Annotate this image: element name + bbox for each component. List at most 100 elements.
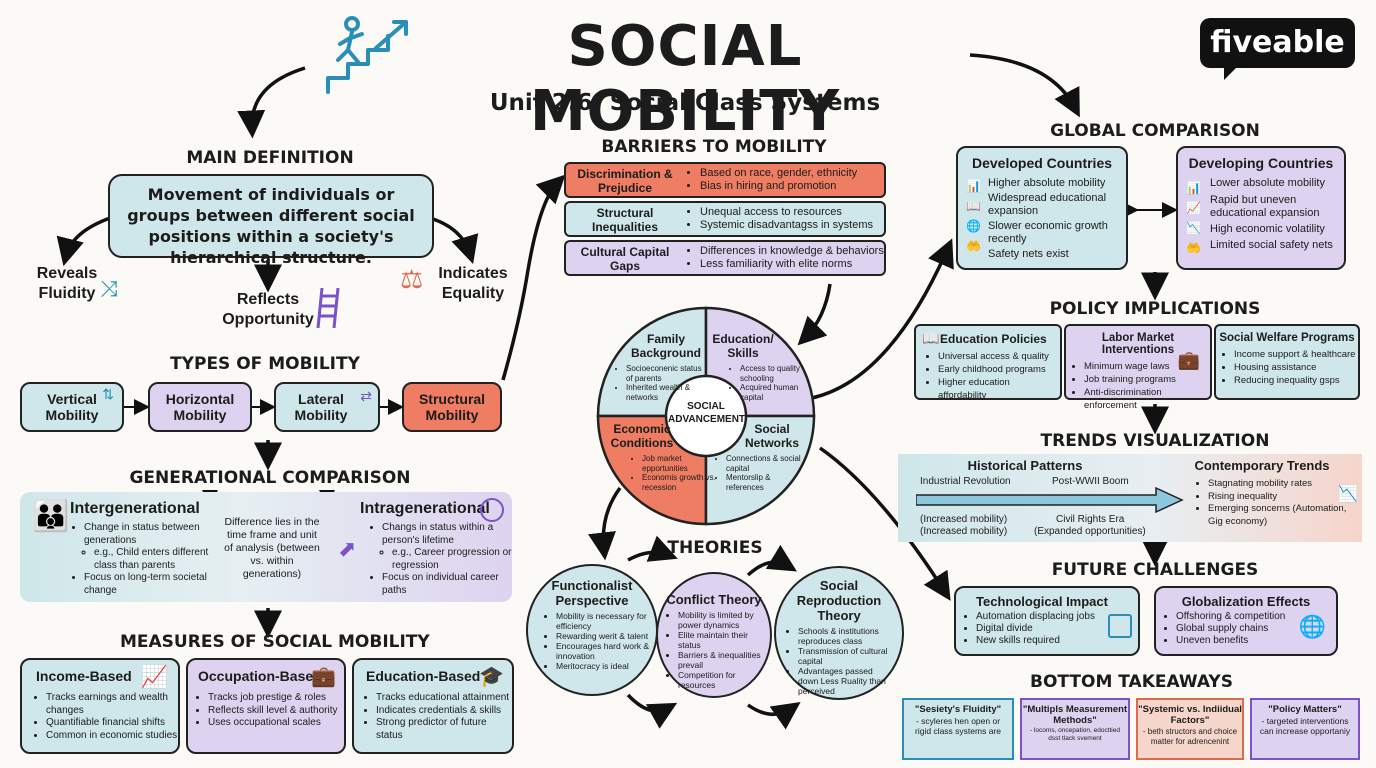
logo-text: fiveable <box>1210 25 1345 60</box>
education-item-3: Strong predictor of future status <box>376 717 512 742</box>
inter-bullet-1: Change in status between generations <box>84 522 224 547</box>
wheel-social-title: Social Networks <box>744 422 800 450</box>
clock-icon <box>480 498 504 522</box>
social-welfare-box: Social Welfare Programs Income support &… <box>1214 324 1360 400</box>
lateral-mobility-box: Lateral Mobility ⇄ <box>274 382 380 432</box>
intra-title: Intragenerational <box>360 500 490 517</box>
income-item-2: Quantifiable financial shifts <box>46 717 178 730</box>
declining-chart-icon: 📉 <box>1338 486 1358 503</box>
takeaway-1: "Sesiety's Fluidity" - scyleres hen open… <box>902 698 1014 760</box>
barrier-discrimination-2: Bias in hiring and promotion <box>700 180 896 193</box>
functionalist-circle: Functionalist Perspective Mobility is ne… <box>526 564 658 696</box>
education-title: Education-Based <box>366 668 481 684</box>
intra-bullet-1: Changs in status within a person's lifet… <box>382 522 522 547</box>
briefcase-icon: 💼 <box>311 666 336 688</box>
education-policy-2: Early childhood programs <box>938 363 1060 376</box>
contemporary-item-2: Rising inequality <box>1208 491 1348 504</box>
reflects-opportunity-label: Reflects Opportunity <box>222 291 314 328</box>
takeaway-1-title: "Sesiety's Fluidity" <box>914 704 1002 715</box>
labor-policy-3: Anti-discrimination enforcement <box>1084 386 1210 412</box>
globalization-item-1: Offshoring & competition <box>1176 611 1336 623</box>
tech-item-3: New skills required <box>976 635 1138 647</box>
income-title: Income-Based <box>36 668 132 684</box>
globalization-item-3: Uneven benefits <box>1176 635 1336 647</box>
wheel-economic-1: Job market epportunities <box>642 454 718 473</box>
difference-note: Difference lies in the time frame and un… <box>224 516 320 580</box>
technological-title: Technological Impact <box>976 594 1108 609</box>
education-policies-box: Education Policies 📖 Universal access & … <box>914 324 1062 401</box>
intra-sub-bullet: e.g., Career progression or regression <box>392 547 522 572</box>
reproduction-item-1: Schools & institutions reproduces class <box>798 626 894 646</box>
occupation-item-3: Uses occupational scales <box>208 717 344 730</box>
vertical-mobility-box: Vertical Mobility ⇅ <box>20 382 124 432</box>
structural-mobility-label: Structural Mobility <box>418 391 486 423</box>
barrier-row-cultural: Cultural Capital Gaps Differences in kno… <box>564 240 886 276</box>
education-policy-1: Universal access & quality <box>938 350 1060 363</box>
developed-box: Developed Countries Higher absolute mobi… <box>956 146 1128 270</box>
takeaway-1-text: - scyleres hen open or rigid class syste… <box>915 716 1001 736</box>
contemporary-item-1: Stagnating mobility rates <box>1208 478 1348 491</box>
page-title: SOCIAL MOBILITY <box>529 14 841 144</box>
takeaway-2-title: "Multipls Measurement Methods" <box>1022 704 1128 726</box>
technological-box: Technological Impact Automation displaci… <box>954 586 1140 656</box>
fiveable-logo: fiveable <box>1200 18 1355 80</box>
ladder-icon <box>314 286 344 335</box>
generational-heading: GENERATIONAL COMPARISON <box>129 468 411 488</box>
graduation-cap-icon: 🎓 <box>479 666 504 688</box>
measures-heading: MEASURES OF SOCIAL MOBILITY <box>120 632 430 652</box>
global-heading: GLOBAL COMPARISON <box>1050 121 1260 141</box>
wheel-center-label: SOCIAL ADVANCEMENT <box>668 401 746 425</box>
wheel-economic-2: Economis growth vs. recession <box>642 473 718 492</box>
labor-market-box: Labor Market Interventions 💼 Minimum wag… <box>1064 324 1212 411</box>
wheel-social-2: Mentorslip & references <box>726 473 802 492</box>
takeaway-3: "Systemic vs. Indiidual Factors" - beth … <box>1136 698 1244 760</box>
functionalist-item-1: Mobility is necessary for efficiency <box>556 611 650 631</box>
occupation-item-2: Reflects skill level & authority <box>208 705 344 718</box>
takeaway-4-text: - targeted interventions can increase op… <box>1259 716 1351 736</box>
wheel-family-1: Socioeconenic status of parents <box>626 364 702 383</box>
industrial-label: Industrial Revolution <box>920 476 1011 487</box>
takeaway-2-text: - locoms, oncepation, edocttied dsst tla… <box>1030 727 1120 742</box>
takeaways-heading: BOTTOM TAKEAWAYS <box>1030 672 1233 692</box>
definition-heading: MAIN DEFINITION <box>186 148 354 168</box>
chip-icon <box>1108 614 1132 638</box>
wheel-education-1: Access to quality schooling <box>740 364 818 383</box>
developing-box: Developing Countries Lower absolute mobi… <box>1176 146 1346 270</box>
conflict-title: Conflict Theory <box>666 592 762 607</box>
briefcase-icon-2: 💼 <box>1177 350 1200 370</box>
wheel-family-title: Family Background <box>630 332 701 360</box>
conflict-circle: Conflict Theory Mobility is limited by p… <box>656 572 772 698</box>
conflict-item-4: Competition for resources <box>678 670 766 690</box>
page-subtitle: Unit 2.6: Social Class Systems <box>489 90 881 116</box>
barrier-structural-1: Unequal access to resources <box>700 206 896 219</box>
wheel-social-1: Connections & social capital <box>726 454 802 473</box>
contemporary-item-3: Emerging soncerns (Automation, Gig econo… <box>1208 503 1348 528</box>
horizontal-mobility-box: Horizontal Mobility <box>148 382 252 432</box>
tech-item-1: Automation displacing jobs <box>976 611 1138 623</box>
lateral-mobility-label: Lateral Mobility <box>294 391 348 423</box>
book-icon: 📖 <box>922 330 940 346</box>
theories-heading: THEORIES <box>667 538 763 558</box>
developed-item-4: Safety nets exist <box>988 248 1069 260</box>
barriers-heading: BARRIERS TO MOBILITY <box>601 137 827 157</box>
scales-icon: ⚖ <box>400 264 424 294</box>
globe-icon: 🌐 <box>1298 614 1326 639</box>
functionalist-item-4: Meritocracy is ideal <box>556 661 650 671</box>
barrier-label-cultural: Cultural Capital Gaps <box>580 245 670 273</box>
vertical-mobility-label: Vertical Mobility <box>45 391 99 423</box>
occupation-title: Occupation-Based <box>198 668 322 684</box>
reproduction-title: Social Reproduction Theory <box>796 578 882 623</box>
developed-title: Developed Countries <box>971 155 1113 171</box>
income-based-box: Income-Based 📈 Tracks earnings and wealt… <box>20 658 180 754</box>
swap-arrows-icon: ⇄ <box>360 388 372 404</box>
barrier-label-discrimination: Discrimination & Prejudice <box>577 167 673 195</box>
family-icon: 👪 <box>32 500 70 533</box>
intra-bullet-2: Focus on individual career paths <box>382 572 522 597</box>
welfare-policy-3: Reducing inequality gsps <box>1234 374 1358 387</box>
stairs-climber-icon <box>318 14 418 96</box>
education-item-1: Tracks educational attainment <box>376 692 512 705</box>
barrier-discrimination-1: Based on race, gender, ethnicity <box>700 167 896 180</box>
labor-policy-1: Minimum wage laws <box>1084 360 1210 373</box>
occupation-item-1: Tracks job prestige & roles <box>208 692 344 705</box>
vertical-arrows-icon: ⇅ <box>102 386 114 402</box>
